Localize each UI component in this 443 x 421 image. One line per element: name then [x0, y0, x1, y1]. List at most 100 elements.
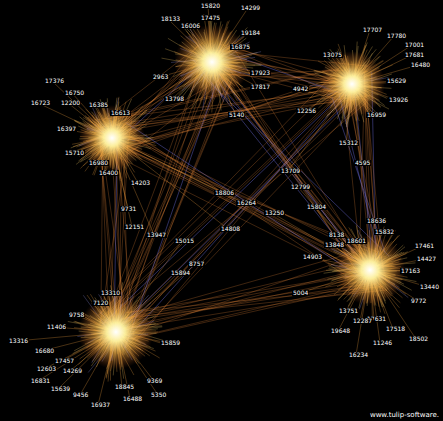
- node-id-label: 13075: [322, 52, 343, 58]
- node-id-label: 17518: [385, 326, 406, 332]
- link-line: [98, 66, 341, 316]
- node-id-label: 5004: [292, 290, 309, 296]
- node-id-label: 13798: [164, 96, 185, 102]
- node-id-label: 2963: [152, 74, 169, 80]
- watermark: www.tulip-software.: [369, 411, 440, 419]
- node-id-label: 16613: [110, 110, 131, 116]
- link-line: [117, 141, 367, 251]
- node-id-label: 12799: [290, 184, 311, 190]
- node-id-label: 18806: [214, 190, 235, 196]
- node-id-label: 12200: [60, 100, 81, 106]
- node-id-label: 12151: [124, 224, 145, 230]
- node-id-label: 15804: [306, 204, 327, 210]
- node-id-label: 12603: [36, 366, 57, 372]
- node-id-label: 17461: [414, 243, 435, 249]
- node-id-label: 5350: [150, 392, 167, 398]
- node-id-label: 17923: [250, 70, 271, 76]
- node-id-label: 16959: [366, 112, 387, 118]
- node-id-label: 9456: [72, 392, 89, 398]
- link-line: [128, 88, 360, 319]
- node-id-label: 15312: [338, 140, 359, 146]
- node-id-label: 11246: [372, 340, 393, 346]
- cluster-glows: [79, 25, 406, 370]
- link-line: [125, 96, 367, 349]
- node-id-label: 16488: [122, 396, 143, 402]
- node-id-label: 18133: [160, 16, 181, 22]
- link-line: [109, 120, 372, 281]
- node-id-label: 15894: [170, 270, 191, 276]
- node-id-label: 9731: [120, 206, 137, 212]
- node-id-label: 16400: [98, 170, 119, 176]
- node-id-label: 8757: [188, 261, 205, 267]
- node-id-label: 13310: [100, 290, 121, 296]
- node-id-label: 16831: [30, 378, 51, 384]
- node-id-label: 16875: [230, 44, 251, 50]
- node-id-label: 14299: [240, 5, 261, 11]
- node-id-label: 12287: [352, 318, 373, 324]
- node-id-label: 15859: [160, 340, 181, 346]
- node-id-label: 15832: [374, 229, 395, 235]
- link-line: [117, 69, 199, 335]
- node-id-label: 13440: [419, 284, 440, 290]
- node-id-label: 17001: [404, 42, 425, 48]
- node-id-label: 19648: [330, 328, 351, 334]
- cluster-spokes: [16, 6, 428, 405]
- node-id-label: 16937: [90, 402, 111, 408]
- node-id-label: 7120: [92, 300, 109, 306]
- node-id-label: 17780: [386, 33, 407, 39]
- cluster-glow: [79, 295, 154, 370]
- node-id-label: 4595: [354, 160, 371, 166]
- node-id-label: 13250: [264, 210, 285, 216]
- node-id-label: 15015: [174, 238, 195, 244]
- node-id-label: 15639: [50, 386, 71, 392]
- node-id-label: 17817: [250, 84, 271, 90]
- node-id-label: 13751: [338, 308, 359, 314]
- node-id-label: 4942: [292, 86, 309, 92]
- link-line: [126, 122, 360, 276]
- link-line: [103, 124, 381, 263]
- cluster-glow: [319, 51, 385, 117]
- node-id-label: 5140: [228, 112, 245, 118]
- node-id-label: 16680: [34, 348, 55, 354]
- node-id-label: 16234: [348, 352, 369, 358]
- node-id-label: 9369: [146, 378, 163, 384]
- link-line: [112, 140, 367, 275]
- node-id-label: 9772: [410, 298, 427, 304]
- cluster-glow: [335, 235, 405, 305]
- node-id-label: 15710: [64, 150, 85, 156]
- node-id-label: 18636: [366, 218, 387, 224]
- node-id-label: 17707: [362, 27, 383, 33]
- node-id-label: 16980: [88, 160, 109, 166]
- link-line: [124, 101, 336, 144]
- link-line: [115, 283, 371, 323]
- node-id-label: 17457: [54, 358, 75, 364]
- node-id-label: 18502: [408, 336, 429, 342]
- node-id-label: 16264: [236, 200, 257, 206]
- node-id-label: 13848: [324, 242, 345, 248]
- node-id-label: 16397: [56, 126, 77, 132]
- cluster-glow: [79, 105, 145, 171]
- node-id-label: 8138: [328, 232, 345, 238]
- node-id-label: 13316: [8, 338, 29, 344]
- node-id-label: 18601: [346, 238, 367, 244]
- node-id-label: 17681: [404, 52, 425, 58]
- node-id-label: 16480: [410, 62, 431, 68]
- link-line: [99, 69, 352, 315]
- link-line: [113, 90, 361, 334]
- node-id-label: 13709: [280, 168, 301, 174]
- node-id-label: 11406: [46, 324, 67, 330]
- node-id-label: 13926: [388, 97, 409, 103]
- node-id-label: 19184: [240, 30, 261, 36]
- node-id-label: 14427: [416, 256, 437, 262]
- node-id-label: 18845: [114, 384, 135, 390]
- cluster-glow: [175, 25, 250, 100]
- node-id-label: 12256: [296, 108, 317, 114]
- node-id-label: 16723: [30, 100, 51, 106]
- node-id-label: 14808: [220, 226, 241, 232]
- link-line: [117, 146, 378, 252]
- node-id-label: 14269: [62, 368, 83, 374]
- node-id-label: 16006: [180, 23, 201, 29]
- link-line: [108, 143, 352, 261]
- node-id-label: 17163: [400, 268, 421, 274]
